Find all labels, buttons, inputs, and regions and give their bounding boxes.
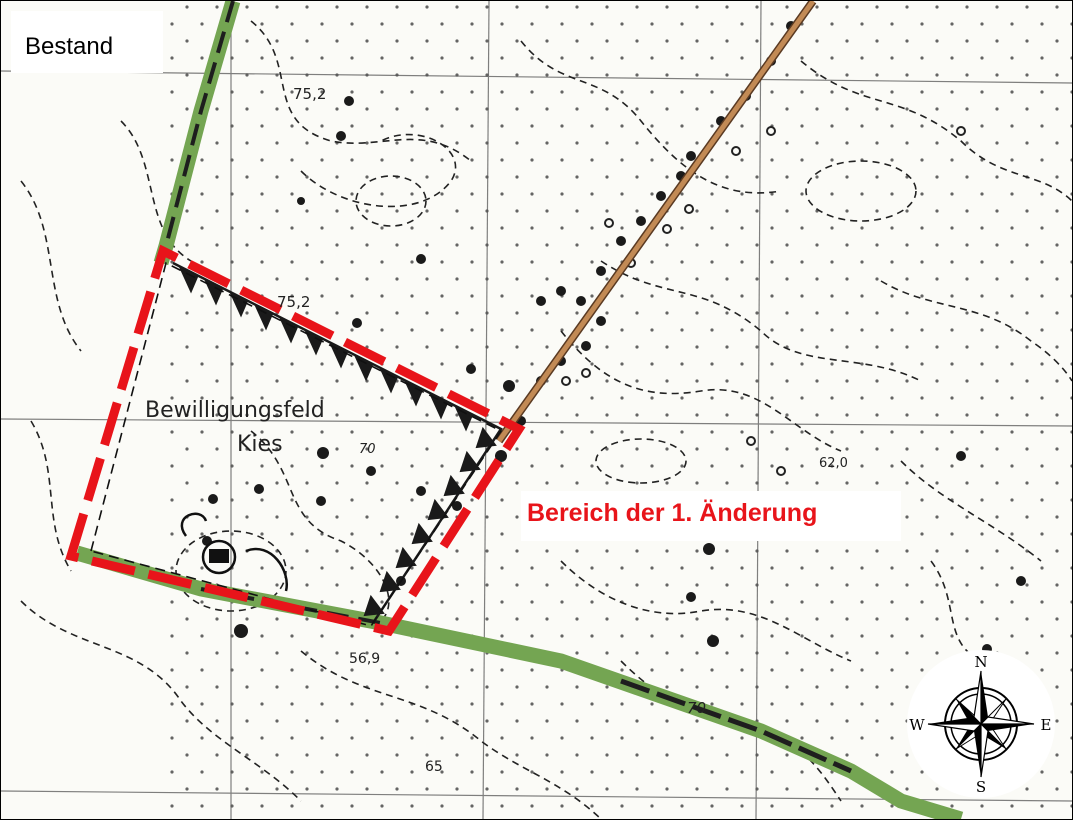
spot-height-6: 70 xyxy=(687,699,706,717)
change-label-box xyxy=(521,491,901,541)
railway-line xyxy=(495,1,817,444)
compass-e: E xyxy=(1041,716,1052,734)
title-box xyxy=(11,11,163,73)
spot-height-5: 56,9 xyxy=(349,651,380,667)
spot-height-1: 75,2 xyxy=(293,85,326,103)
compass-rose-icon: N S E W xyxy=(907,650,1055,798)
compass-w: W xyxy=(909,716,925,734)
map-title: Bestand xyxy=(25,33,114,60)
compass-s: S xyxy=(976,778,986,796)
circle-symbols xyxy=(561,126,966,476)
inner-boundary-line xyxy=(90,261,503,627)
spot-height-7: 65 xyxy=(425,759,443,775)
compass-n: N xyxy=(974,653,987,671)
spot-height-4: 62,0 xyxy=(819,456,848,471)
spot-height-3: 70 xyxy=(359,442,376,457)
change-area-boundary xyxy=(65,244,526,637)
contour-lines xyxy=(20,20,1072,819)
spot-height-2: 75,2 xyxy=(277,293,310,311)
field-label-kies: Kies xyxy=(237,432,283,457)
field-label-bewilligungsfeld: Bewilligungsfeld xyxy=(145,398,325,423)
gravel-pit-outline xyxy=(172,261,503,624)
building-symbol xyxy=(180,512,289,592)
tree-symbols xyxy=(202,21,1026,706)
change-area-label: Bereich der 1. Änderung xyxy=(527,499,818,527)
